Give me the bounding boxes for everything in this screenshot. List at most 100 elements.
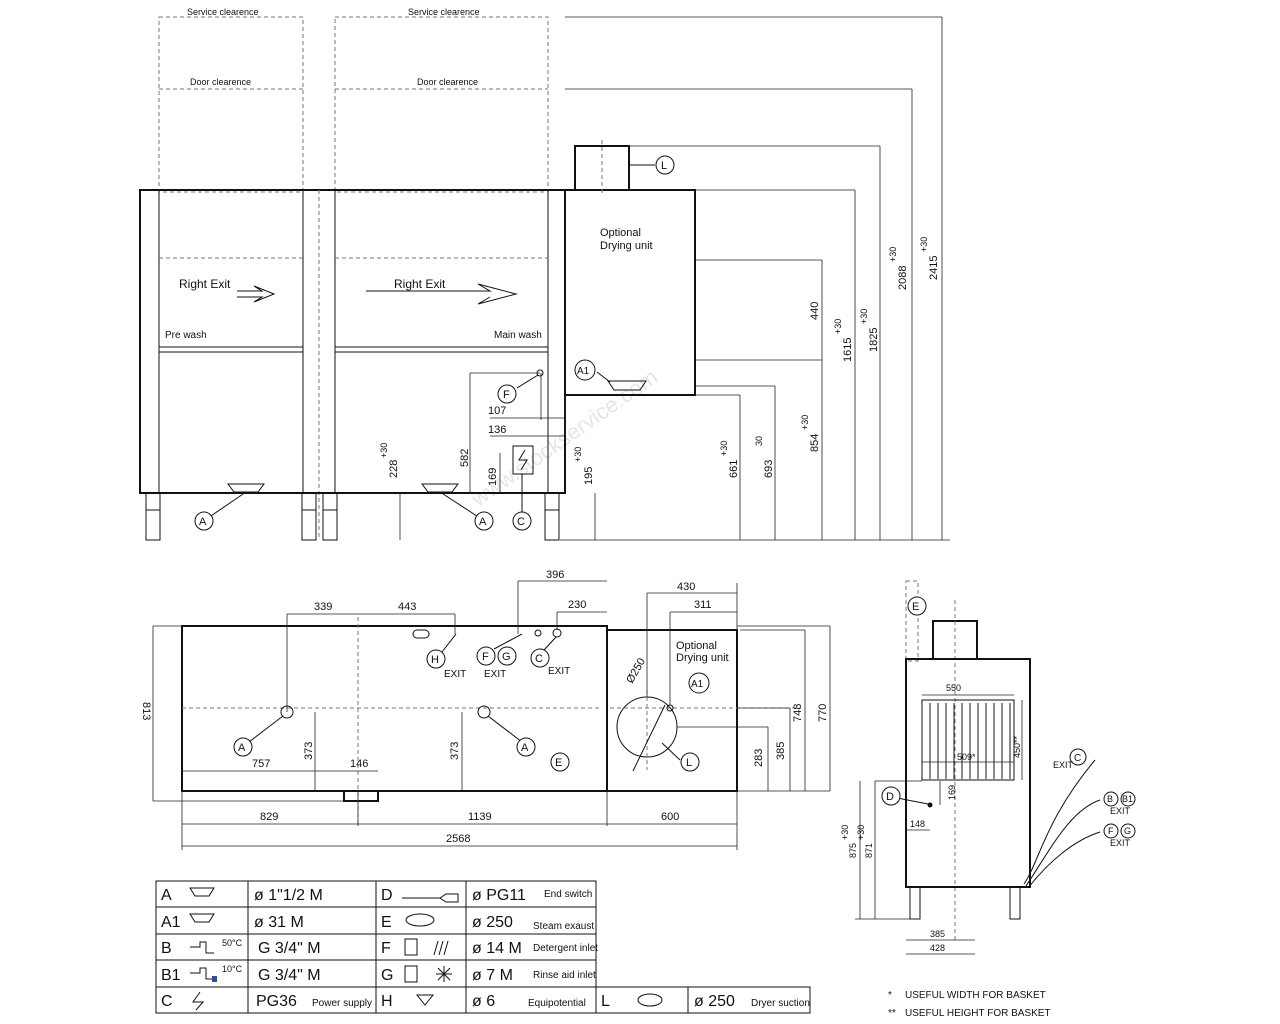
dim-195-tol: +30 xyxy=(573,447,583,462)
detergent-icon xyxy=(404,938,418,956)
plan-view: Optional Drying unit Ø250 A A E H F G C … xyxy=(140,569,831,850)
exit-label-C: EXIT xyxy=(548,666,570,677)
svg-text:E: E xyxy=(912,601,919,613)
dim-396: 396 xyxy=(546,569,564,581)
svg-text:E: E xyxy=(555,757,562,769)
dim-693: 693 xyxy=(763,460,775,478)
svg-text:A1: A1 xyxy=(577,366,590,377)
dim-side-385: 385 xyxy=(930,929,945,939)
legend-code-B1: B1 xyxy=(161,967,181,984)
dim-side-875: 875 xyxy=(848,843,858,858)
hose-b xyxy=(1025,799,1101,887)
tap-icon-hot xyxy=(190,941,214,954)
lightning-icon xyxy=(518,449,528,471)
dim-side-509: 509* xyxy=(957,752,976,762)
dim-600: 600 xyxy=(661,811,679,823)
legend-code-A1: A1 xyxy=(161,914,181,931)
dim-side-428: 428 xyxy=(930,943,945,953)
legend-value-A: ø 1"1/2 M xyxy=(254,887,323,904)
plan-slot xyxy=(412,629,430,639)
dim-1615: 1615 xyxy=(842,338,854,362)
balloon-F: F xyxy=(497,384,517,404)
exit-label-H: EXIT xyxy=(444,669,466,680)
dim-169: 169 xyxy=(487,468,499,486)
legend-code-A: A xyxy=(161,887,172,904)
service-clearance-box-1 xyxy=(158,16,304,193)
drain-icon-1 xyxy=(227,483,265,493)
side-leg-1 xyxy=(909,886,921,920)
svg-text:D: D xyxy=(886,791,894,803)
steam-icon xyxy=(405,913,435,927)
dim-829: 829 xyxy=(260,811,278,823)
dim-813: 813 xyxy=(140,702,152,720)
dim-side-550: 550 xyxy=(946,683,961,693)
dim-side-450: 450** xyxy=(1012,735,1022,758)
basket-curtain xyxy=(929,703,1011,779)
legend-code-B: B xyxy=(161,940,172,957)
dim-2415: 2415 xyxy=(928,256,940,280)
side-exit-b: EXIT xyxy=(1110,806,1131,816)
legend-desc-D: End switch xyxy=(544,889,592,900)
side-view: E D C B B1 F G EXIT EXIT EXIT 550 509* 4… xyxy=(840,580,1136,955)
door-clearance-label-2: Door clearence xyxy=(417,77,478,87)
legend-code-H: H xyxy=(381,993,393,1010)
svg-text:A1: A1 xyxy=(691,679,704,690)
dim-748: 748 xyxy=(792,704,804,722)
right-exit-arrow-1 xyxy=(237,285,276,303)
legend-value-F: ø 14 M xyxy=(472,940,522,957)
dim-661: 661 xyxy=(728,460,740,478)
dim-230: 230 xyxy=(568,599,586,611)
side-leg-2 xyxy=(1009,886,1021,920)
lightning-icon xyxy=(192,991,205,1011)
drain-icon xyxy=(189,887,215,897)
legend-code-C: C xyxy=(161,993,173,1010)
balloon-side-C: C xyxy=(1069,748,1087,766)
dryer-suction-icon xyxy=(637,993,663,1007)
side-dimensions xyxy=(855,694,1023,955)
legend-desc-C: Power supply xyxy=(312,998,372,1009)
dim-side-871: 871 xyxy=(864,843,874,858)
legend-code-G: G xyxy=(381,967,393,984)
equipotential-icon xyxy=(415,994,435,1006)
dim-228: 228 xyxy=(388,460,400,478)
dim-side-875-tol: +30 xyxy=(840,825,850,840)
power-supply-box xyxy=(512,445,534,475)
legend-value-G: ø 7 M xyxy=(472,967,513,984)
note-mark-1: * xyxy=(888,990,892,1001)
service-clearance-label-2: Service clearence xyxy=(408,7,480,17)
balloon-plan-F: F xyxy=(476,646,496,666)
rinse-aid-icon xyxy=(404,965,418,983)
dim-phi250: Ø250 xyxy=(624,656,648,685)
balloon-A1: A1 xyxy=(574,359,596,381)
right-exit-label-2: Right Exit xyxy=(394,277,446,291)
svg-text:H: H xyxy=(431,654,439,666)
hose-f xyxy=(1027,831,1101,889)
svg-text:G: G xyxy=(502,651,511,663)
detergent-flow-icon xyxy=(433,940,449,956)
tap-icon-cold xyxy=(190,967,214,980)
svg-text:L: L xyxy=(661,160,667,172)
dim-1139: 1139 xyxy=(468,811,492,823)
right-exit-label-1: Right Exit xyxy=(179,277,231,291)
dim-146: 146 xyxy=(350,758,368,770)
svg-text:B1: B1 xyxy=(1122,794,1133,804)
balloon-L: L xyxy=(655,155,675,175)
legend-value-B: G 3/4" M xyxy=(258,940,321,957)
legend-desc-L: Dryer suction xyxy=(751,998,810,1009)
legend-desc-H: Equipotential xyxy=(528,998,586,1009)
dim-661-tol: +30 xyxy=(719,441,729,456)
side-body xyxy=(905,658,1031,888)
drain-icon-2 xyxy=(421,483,459,493)
balloon-plan-G: G xyxy=(497,646,517,666)
dim-854-tol: +30 xyxy=(800,415,810,430)
dim-443: 443 xyxy=(398,601,416,613)
side-exit-c: EXIT xyxy=(1053,760,1074,770)
plan-drying-label-2: Drying unit xyxy=(676,652,729,664)
dim-2415-tol: +30 xyxy=(919,237,929,252)
dim-195: 195 xyxy=(583,467,595,485)
dim-311: 311 xyxy=(694,599,712,611)
legend-temp-B: 50°C xyxy=(222,938,243,948)
svg-text:C: C xyxy=(535,653,543,665)
dim-1825: 1825 xyxy=(868,328,880,352)
